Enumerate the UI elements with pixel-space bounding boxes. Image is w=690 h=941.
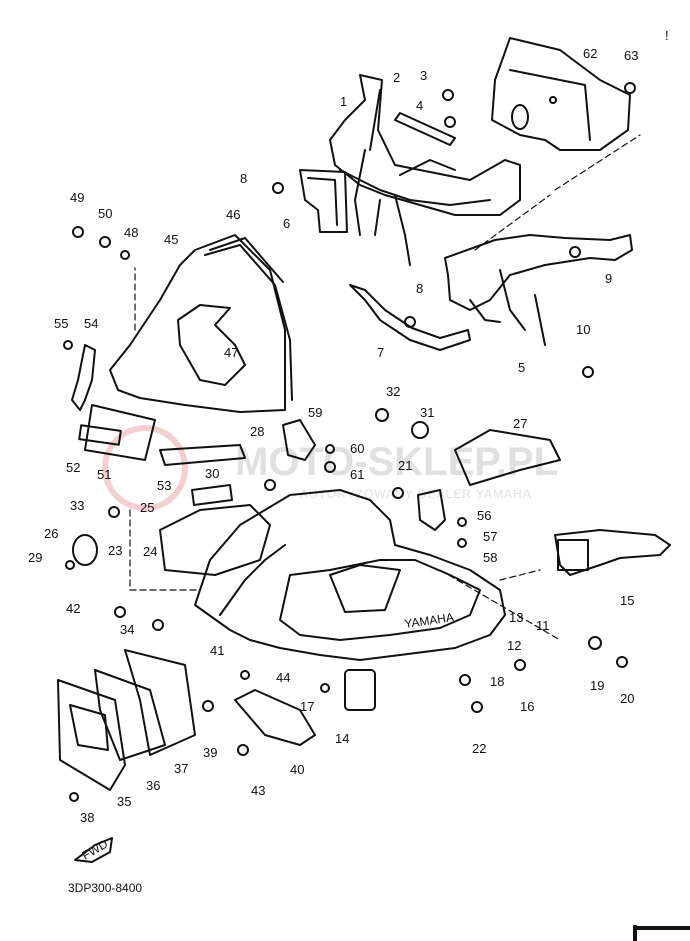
fwd-arrow <box>74 837 113 863</box>
inner-panel <box>159 504 271 576</box>
part-label-41: 41 <box>210 643 224 658</box>
side-stay-left <box>299 169 348 233</box>
lens-assembly <box>57 649 196 791</box>
windshield <box>109 234 293 413</box>
part-label-55: 55 <box>54 316 68 331</box>
part-label-54: 54 <box>84 316 98 331</box>
part-label-47: 47 <box>224 345 238 360</box>
watermark-logo <box>102 425 188 511</box>
part-label-32: 32 <box>386 384 400 399</box>
part-label-39: 39 <box>203 745 217 760</box>
part-label-20: 20 <box>620 691 634 706</box>
leader-lines <box>129 134 641 641</box>
part-label-48: 48 <box>124 225 138 240</box>
corner-marker <box>633 925 690 941</box>
part-label-34: 34 <box>120 622 134 637</box>
air-duct-intake <box>554 529 671 576</box>
part-label-18: 18 <box>490 674 504 689</box>
part-label-27: 27 <box>513 416 527 431</box>
mirror-bracket <box>71 344 96 411</box>
part-label-7: 7 <box>377 345 384 360</box>
mirror-right <box>417 489 446 531</box>
corner-mark: ! <box>665 28 669 43</box>
bracket-40 <box>234 689 316 746</box>
watermark-main-text: MOTO-SKLEP.PL <box>235 440 558 484</box>
part-label-46: 46 <box>226 207 240 222</box>
lower-bracket <box>349 284 471 351</box>
part-label-38: 38 <box>80 810 94 825</box>
fasteners <box>63 82 636 802</box>
part-label-53: 53 <box>157 478 171 493</box>
part-label-11: 11 <box>536 618 550 633</box>
main-fairing-body <box>194 489 506 661</box>
part-label-60: 60 <box>350 441 364 456</box>
part-label-26: 26 <box>44 526 58 541</box>
part-label-29: 29 <box>28 550 42 565</box>
part-label-8b: 8 <box>416 281 423 296</box>
part-label-8a: 8 <box>240 171 247 186</box>
part-label-19: 19 <box>590 678 604 693</box>
part-label-57: 57 <box>483 529 497 544</box>
fairing-stay-bracket <box>329 74 521 266</box>
part-label-14: 14 <box>335 731 349 746</box>
part-label-37: 37 <box>174 761 188 776</box>
part-label-24: 24 <box>143 544 157 559</box>
part-label-12: 12 <box>507 638 521 653</box>
air-duct <box>454 429 561 486</box>
part-label-4: 4 <box>416 98 423 113</box>
part-label-2: 2 <box>393 70 400 85</box>
part-label-16: 16 <box>520 699 534 714</box>
emblem-badge <box>78 424 122 446</box>
part-label-6: 6 <box>283 216 290 231</box>
part-label-33: 33 <box>70 498 84 513</box>
trim-strip <box>159 444 246 466</box>
drawing-code: 3DP300-8400 <box>68 881 142 895</box>
watermark: MOTO-SKLEP.PL AUTORYZOWANY DEALER YAMAHA <box>102 425 558 511</box>
part-label-5: 5 <box>518 360 525 375</box>
part-number-labels: 1 2 3 4 5 6 7 8 8 9 10 11 12 13 14 15 16… <box>28 46 638 825</box>
part-label-42: 42 <box>66 601 80 616</box>
part-label-1: 1 <box>340 94 347 109</box>
part-label-3: 3 <box>420 68 427 83</box>
part-label-21: 21 <box>398 458 412 473</box>
part-label-13: 13 <box>509 610 523 625</box>
part-label-49: 49 <box>70 190 84 205</box>
part-label-31: 31 <box>420 405 434 420</box>
part-label-23: 23 <box>108 543 122 558</box>
reflector-panel <box>191 484 233 506</box>
mirror-left <box>282 419 316 461</box>
emblem-plate <box>84 404 156 461</box>
part-label-35: 35 <box>117 794 131 809</box>
side-stay-right <box>444 234 633 346</box>
part-label-45: 45 <box>164 232 178 247</box>
part-label-59: 59 <box>308 405 322 420</box>
part-label-52: 52 <box>66 460 80 475</box>
part-label-58: 58 <box>483 550 497 565</box>
part-label-9: 9 <box>605 271 612 286</box>
bracket-strip <box>394 112 456 146</box>
side-cover <box>72 534 98 566</box>
part-label-40: 40 <box>290 762 304 777</box>
cover-panel <box>491 37 631 151</box>
emblem-text: YAMAHA <box>403 610 454 631</box>
part-label-22: 22 <box>472 741 486 756</box>
part-label-56: 56 <box>477 508 491 523</box>
part-label-51: 51 <box>97 467 111 482</box>
part-label-50: 50 <box>98 206 112 221</box>
lower-panel <box>344 669 376 711</box>
part-label-36: 36 <box>146 778 160 793</box>
part-label-17: 17 <box>300 699 314 714</box>
part-label-63: 63 <box>624 48 638 63</box>
part-label-44: 44 <box>276 670 290 685</box>
part-label-61: 61 <box>350 467 364 482</box>
part-label-43: 43 <box>251 783 265 798</box>
part-label-62: 62 <box>583 46 597 61</box>
part-label-25: 25 <box>140 500 154 515</box>
part-label-10: 10 <box>576 322 590 337</box>
part-label-30: 30 <box>205 466 219 481</box>
part-label-28: 28 <box>250 424 264 439</box>
watermark-sub-text: AUTORYZOWANY DEALER YAMAHA <box>300 487 532 501</box>
part-label-15: 15 <box>620 593 634 608</box>
